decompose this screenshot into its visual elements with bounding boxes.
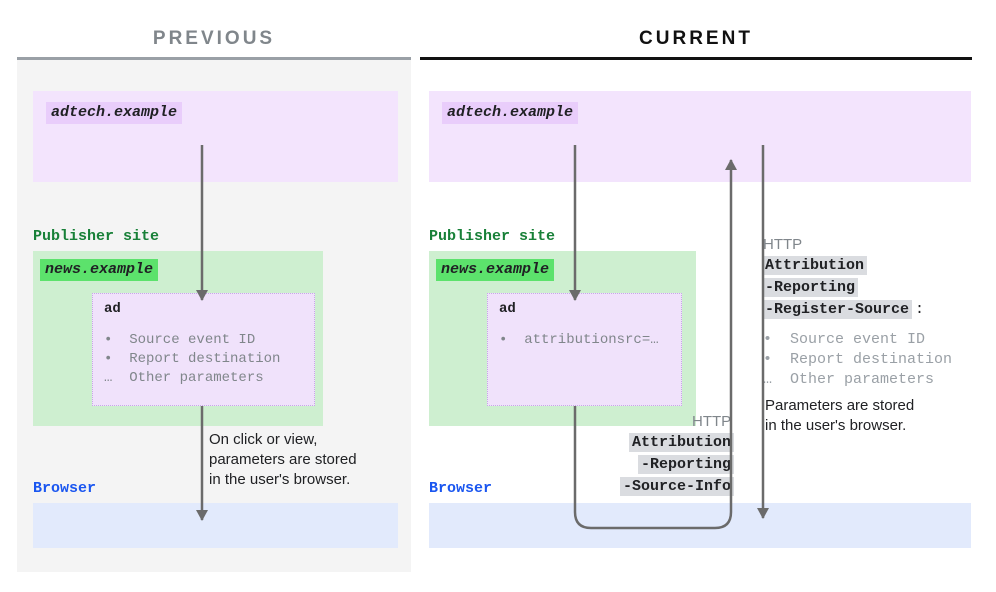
current-response-http-word: HTTP: [763, 236, 803, 253]
previous-adtech-label: adtech.example: [46, 102, 183, 124]
current-response-header-stack: Attribution -Reporting -Register-Source …: [762, 256, 924, 319]
previous-ad-title: ad: [104, 301, 121, 317]
previous-ad-parameters: • Source event ID • Report destination ……: [104, 332, 281, 386]
current-column-rule: [420, 57, 972, 60]
current-browser-heading: Browser: [429, 480, 493, 497]
current-browser-region: [429, 503, 971, 548]
current-ad-title: ad: [499, 301, 516, 317]
current-column-title: CURRENT: [639, 28, 753, 49]
current-request-header-stack: Attribution -Reporting -Source-Info: [540, 433, 734, 496]
previous-note: On click or view, parameters are stored …: [209, 431, 357, 488]
previous-browser-region: [33, 503, 398, 548]
current-note: Parameters are stored in the user's brow…: [765, 397, 915, 434]
current-request-header-line-2: -Reporting: [637, 455, 734, 474]
previous-browser-heading: Browser: [33, 480, 97, 497]
current-response-header-line-3: -Register-Source: [762, 300, 913, 319]
current-publisher-label: news.example: [436, 259, 555, 281]
current-request-header-line-3: -Source-Info: [619, 477, 734, 496]
previous-publisher-label: news.example: [40, 259, 159, 281]
previous-column-rule: [17, 57, 411, 60]
current-request-http-word: HTTP: [692, 413, 732, 430]
current-publisher-heading: Publisher site: [429, 228, 556, 245]
current-response-header-bullets: • Source event ID • Report destination ……: [763, 331, 953, 388]
previous-ad-box: [92, 293, 315, 406]
current-ad-parameters: • attributionsrc=…: [499, 332, 659, 348]
current-adtech-label: adtech.example: [442, 102, 579, 124]
current-request-header-line-1: Attribution: [628, 433, 734, 452]
current-response-header-line-2: -Reporting: [762, 278, 859, 297]
previous-column-title: PREVIOUS: [152, 28, 276, 49]
previous-publisher-heading: Publisher site: [33, 228, 160, 245]
current-response-header-colon: :: [915, 301, 925, 318]
current-response-header-line-1: Attribution: [762, 256, 868, 275]
